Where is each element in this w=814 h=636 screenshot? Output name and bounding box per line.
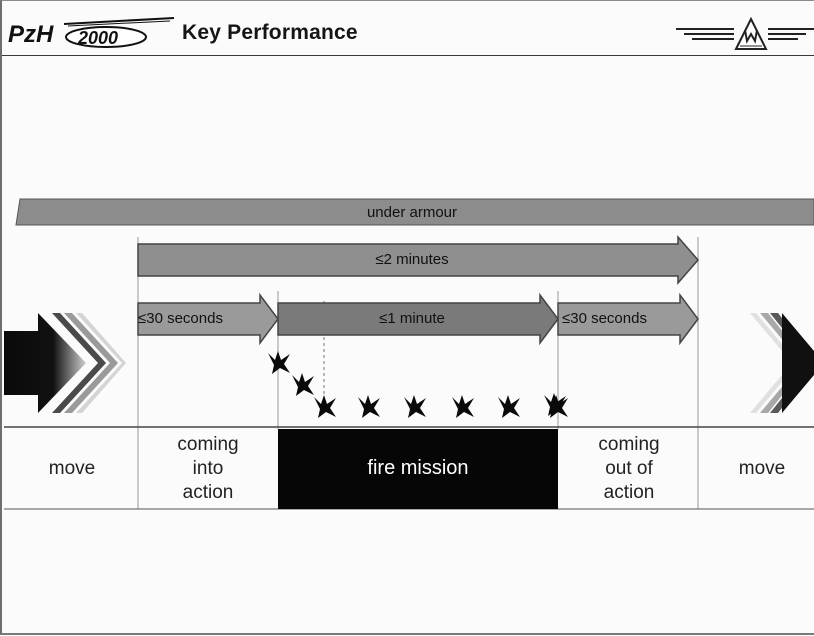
slide-header: PzH 2000 Key Performance (2, 1, 814, 57)
thirty-seconds-into-label: ≤30 seconds (138, 310, 223, 327)
phase-coming-into-action: coming into action (177, 434, 239, 503)
shot-burst-icon (314, 395, 336, 418)
header-rule (2, 55, 814, 56)
shot-burst-icon (452, 395, 474, 418)
phase-move-left: move (48, 458, 96, 479)
page-title: Key Performance (182, 21, 358, 44)
fire-mission-box (278, 429, 558, 509)
thirty-seconds-out-arrow (557, 292, 699, 346)
move-left-arrow (4, 313, 126, 413)
pzh2000-logo: PzH 2000 (8, 17, 174, 48)
phase-coming-out-of-action: coming out of action (598, 434, 660, 503)
shot-burst-icon (358, 395, 380, 418)
thirty-seconds-into-arrow (137, 292, 279, 346)
shot-burst-icon (268, 351, 290, 374)
shot-burst-icon (404, 395, 426, 418)
svg-text:2000: 2000 (77, 28, 118, 48)
one-minute-label: ≤1 minute (379, 310, 445, 327)
two-minutes-label: ≤2 minutes (375, 251, 449, 268)
under-armour-label: under armour (366, 204, 458, 221)
move-right-arrow (750, 313, 814, 413)
two-minutes-arrow (137, 234, 699, 286)
shot-burst-icon (292, 373, 314, 396)
phase-fire-mission: fire mission (367, 457, 469, 479)
company-emblem-icon (676, 17, 814, 50)
svg-text:PzH: PzH (8, 21, 54, 48)
thirty-seconds-out-label: ≤30 seconds (562, 310, 647, 327)
shot-burst-icon (544, 393, 566, 416)
one-minute-arrow (277, 292, 559, 346)
shot-burst-icon (498, 395, 520, 418)
phase-move-right: move (738, 458, 786, 479)
under-armour-bar (15, 198, 814, 226)
